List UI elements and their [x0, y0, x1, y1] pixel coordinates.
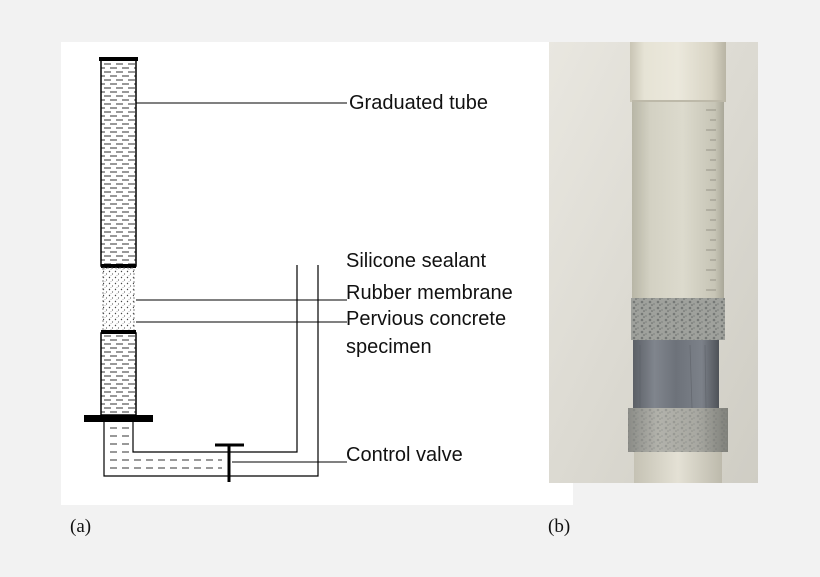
silicone-sealant-label: Silicone sealant: [346, 250, 487, 272]
leader-lines: [136, 102, 347, 463]
caption-b: (b): [548, 516, 571, 537]
photo-water-column: [632, 100, 724, 300]
caption-a: (a): [70, 516, 92, 537]
outflow-pipe: [103, 265, 319, 477]
rubber-membrane-label: Rubber membrane: [346, 282, 513, 304]
pervious-concrete-label: Pervious concrete: [346, 308, 507, 330]
base-plate: [84, 415, 153, 422]
control-valve: [215, 443, 244, 482]
photo-tube-lower: [634, 452, 722, 483]
lower-tube: [100, 330, 137, 416]
pervious-concrete-specimen: [102, 267, 135, 333]
photo-tube-upper: [630, 42, 726, 102]
photo-graduation-marks: [706, 109, 716, 291]
panel-a-background: [61, 42, 573, 505]
specimen-label: specimen: [346, 336, 432, 358]
photo-rubber-membrane: [633, 340, 719, 412]
control-valve-label: Control valve: [346, 444, 463, 466]
graduated-tube-label: Graduated tube: [349, 92, 488, 114]
graduated-tube: [99, 57, 138, 268]
